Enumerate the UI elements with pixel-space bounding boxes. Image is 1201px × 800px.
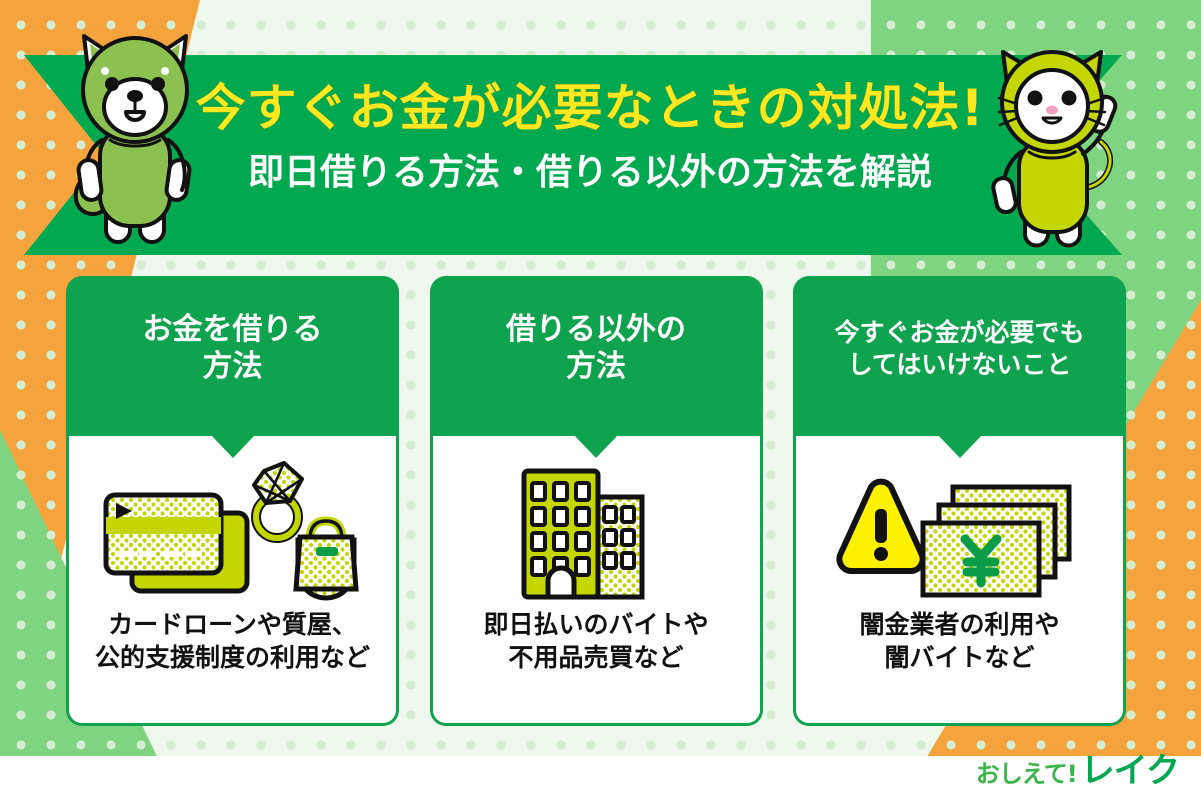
card-row: お金を借りる 方法 xyxy=(66,276,1126,726)
card-body: 闇金業者の利用や 闇バイトなど xyxy=(793,436,1126,726)
card-pointer xyxy=(936,434,983,458)
card-icon-slot xyxy=(433,452,760,612)
card-icon-slot xyxy=(796,452,1123,612)
card-pointer xyxy=(209,434,256,458)
page-subtitle: 即日借りる方法・借りる以外の方法を解説 xyxy=(247,152,932,193)
card-pointer xyxy=(573,434,619,458)
card-caption: カードローンや質屋、 公的支援制度の利用など xyxy=(94,610,370,672)
card-heading: 借りる以外の 方法 xyxy=(506,312,686,384)
background-bottom-strip xyxy=(0,756,1201,800)
card-warnings[interactable]: 今すぐお金が必要でも してはいけないこと xyxy=(793,276,1126,726)
office-buildings-icon xyxy=(521,468,645,600)
card-header: 今すぐお金が必要でも してはいけないこと xyxy=(793,276,1126,458)
page-title: 今すぐお金が必要なときの対処法! xyxy=(195,79,985,137)
card-body: カードローンや質屋、 公的支援制度の利用など xyxy=(66,436,399,726)
credit-cards-ring-bag-icon xyxy=(103,461,359,601)
card-alternatives[interactable]: 借りる以外の 方法 xyxy=(429,276,763,726)
brand-logo[interactable]: おしえて! レイク xyxy=(975,743,1180,792)
cat-mascot xyxy=(991,50,1118,248)
dog-mascot xyxy=(73,34,192,244)
card-header: お金を借りる 方法 xyxy=(66,276,399,458)
warning-banknotes-icon xyxy=(835,478,1071,598)
card-caption: 闇金業者の利用や 闇バイトなど xyxy=(859,610,1060,672)
logo-brand: レイク xyxy=(1080,751,1180,791)
logo-prefix: おしえて! xyxy=(975,760,1078,788)
card-header: 借りる以外の 方法 xyxy=(429,276,763,458)
card-icon-slot xyxy=(69,452,396,612)
card-heading: お金を借りる 方法 xyxy=(142,312,323,384)
card-body: 即日払いのバイトや 不用品売買など xyxy=(429,436,763,726)
title-banner xyxy=(24,55,1122,255)
card-heading: 今すぐお金が必要でも してはいけないこと xyxy=(834,317,1085,380)
title-banner-text: 今すぐお金が必要なときの対処法! 即日借りる方法・借りる以外の方法を解説 xyxy=(150,55,1030,255)
card-borrow-money[interactable]: お金を借りる 方法 xyxy=(66,276,399,726)
card-caption: 即日払いのバイトや 不用品売買など xyxy=(483,610,709,672)
